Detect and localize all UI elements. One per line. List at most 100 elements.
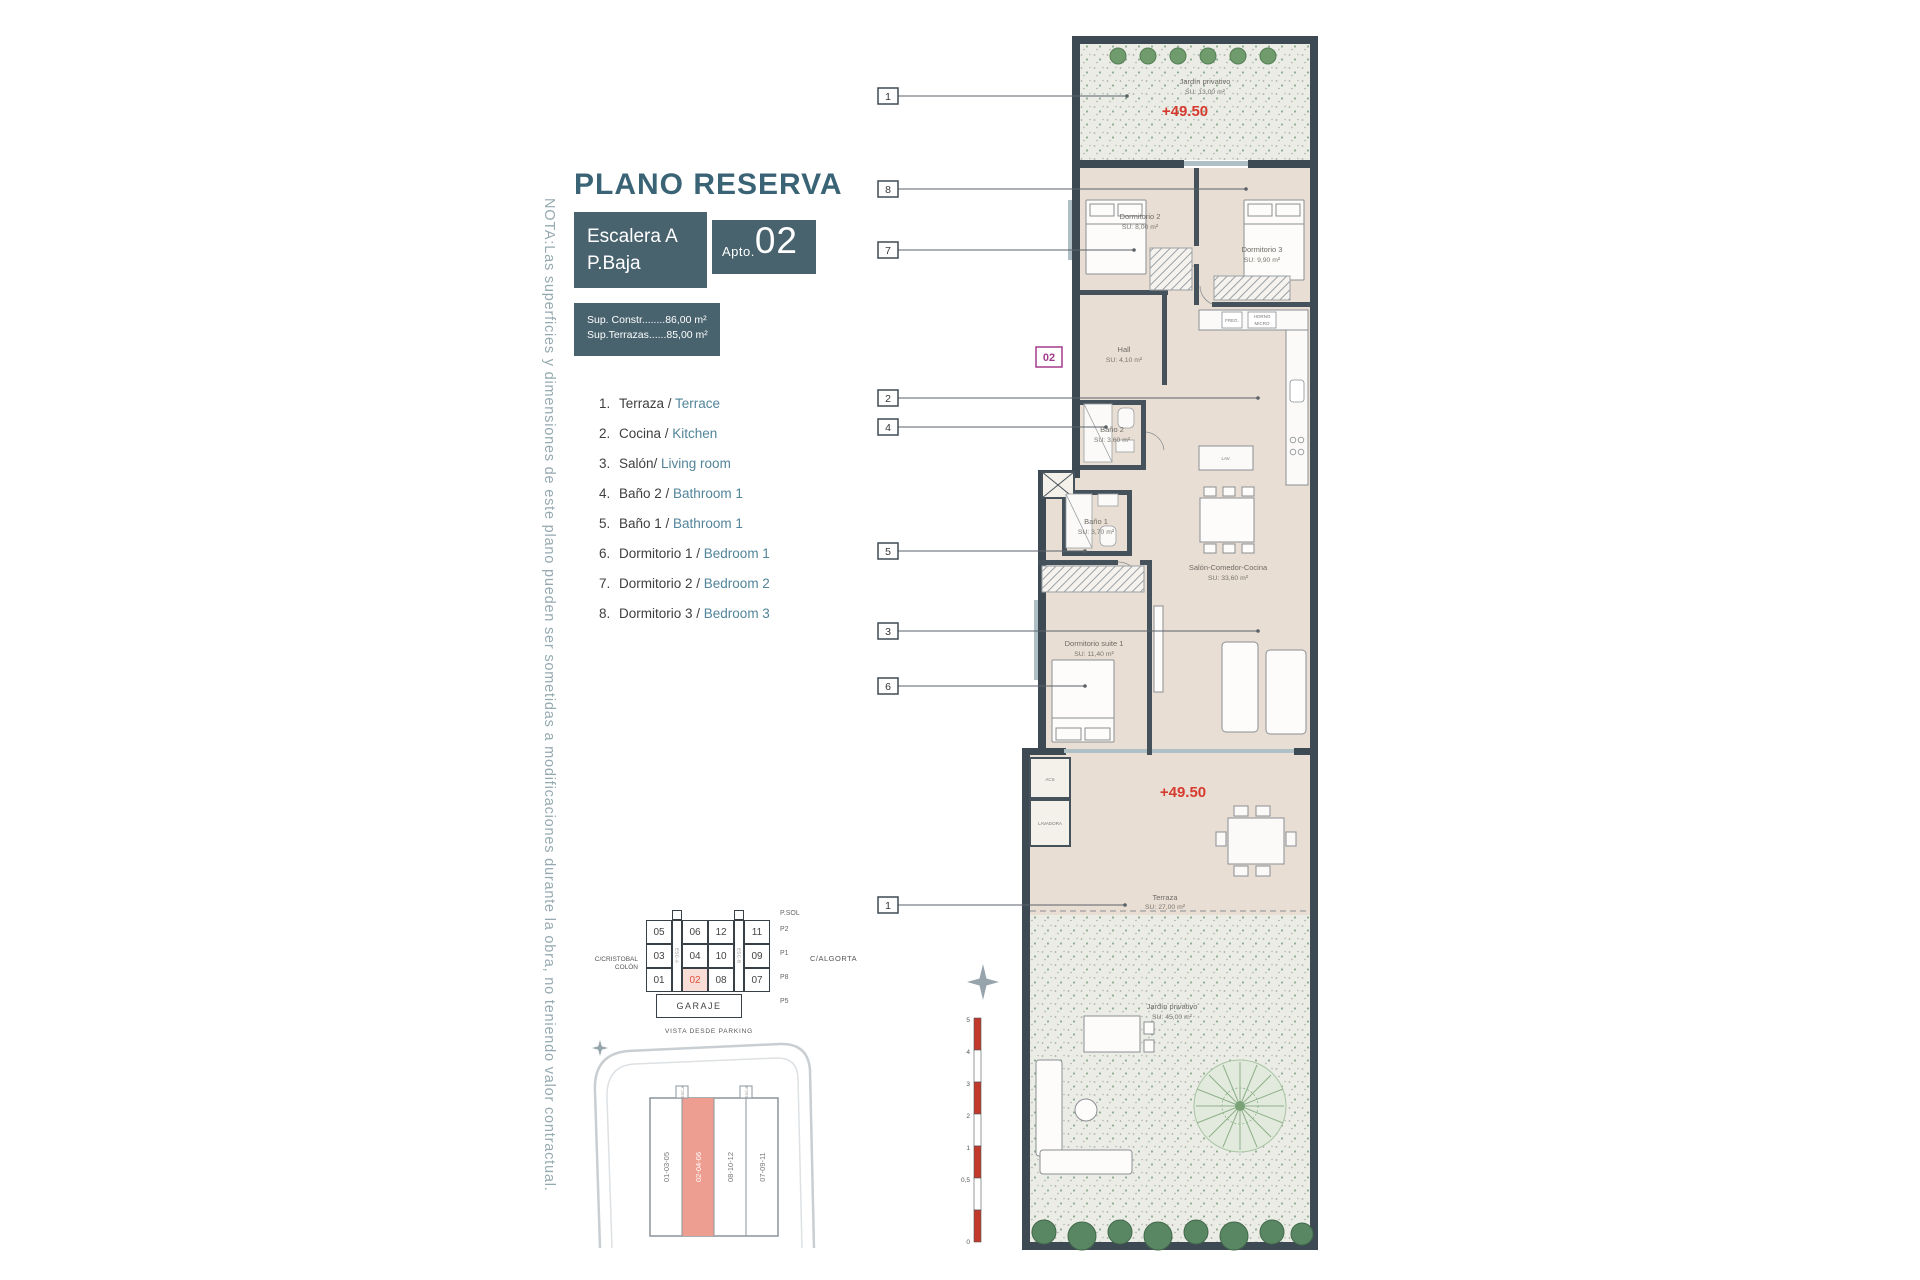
strip-label-2: 02-04-06	[694, 1152, 703, 1182]
legend-en: Bedroom 1	[703, 546, 770, 561]
strip-label-3: 08-10-12	[726, 1152, 735, 1182]
hall-label: Hall	[1118, 345, 1131, 354]
sofa-icon	[1221, 641, 1259, 733]
salon-label: Salón-Comedor-Cocina	[1189, 563, 1268, 572]
p1-label: P1	[780, 950, 789, 957]
terraza-area: SU: 27,00 m²	[1145, 904, 1186, 911]
dining-table-icon	[1199, 486, 1255, 554]
scale-label: 4	[966, 1049, 970, 1056]
bano2-area: SU: 3,60 m²	[1094, 437, 1131, 444]
sup-constr-label: Sup. Constr........86,00 m²	[587, 314, 707, 326]
callout-5: 5	[877, 542, 1087, 560]
apartment-body: FREG. HORNO MICRO LAV.	[1022, 36, 1318, 755]
p5-label: P5	[780, 998, 789, 1005]
legend-item: 7.Dormitorio 2 / Bedroom 2	[599, 576, 770, 606]
highlighted-strip	[682, 1098, 714, 1236]
sink-icon	[1289, 379, 1305, 403]
parking-view-diagram: 05 ESC-A 06 12 ESC-B 11 03 04 10 09 01 0…	[595, 898, 880, 1073]
parking-cell: 04	[682, 944, 708, 968]
legend-en: Bathroom 1	[673, 486, 743, 501]
legend-es: Dormitorio 3 /	[619, 606, 704, 621]
legend-item: 2.Cocina / Kitchen	[599, 426, 770, 456]
site-compass-icon	[592, 1040, 608, 1056]
legend-item: 1. Terraza / Terrace	[599, 396, 770, 426]
outdoor-lounge-icon	[1035, 1015, 1155, 1175]
esc-b-label: ESC-B	[744, 1086, 749, 1099]
svg-text:4: 4	[885, 422, 891, 434]
parking-cell: 06	[682, 920, 708, 944]
tv-bench-icon	[1153, 605, 1164, 693]
room-legend: 1.Terraza / Terrace 2.Cocina / Kitchen 3…	[599, 396, 770, 636]
legend-es: Baño 1 /	[619, 516, 674, 531]
planta-label: P.Baja	[587, 253, 641, 274]
legend-en: Bedroom 3	[703, 606, 770, 621]
suite-label: Dormitorio suite 1	[1065, 639, 1124, 648]
page-title: PLANO RESERVA	[574, 168, 843, 201]
parking-cell: 03	[646, 944, 672, 968]
legend-en: Terrace	[675, 396, 721, 411]
apartment-panel: Apto. 02	[712, 220, 816, 274]
callout-4: 4	[877, 418, 1108, 436]
street-curb-inner	[606, 1057, 803, 1249]
surface-panel: Sup. Constr........86,00 m² Sup.Terrazas…	[574, 303, 720, 356]
strip-label-1: 01-03-05	[662, 1152, 671, 1182]
freg-label: FREG.	[1225, 318, 1239, 323]
dorm2-label: Dormitorio 2	[1120, 212, 1161, 221]
callout-8: 8	[877, 180, 1248, 198]
svg-text:3: 3	[885, 626, 891, 638]
strip-label-4: 07-09-11	[758, 1152, 767, 1181]
stair-floor-panel: Escalera A P.Baja	[574, 212, 707, 288]
parking-cell-highlighted: 02	[682, 968, 708, 992]
wardrobe-icon	[1041, 565, 1145, 593]
parking-cell: 01	[646, 968, 672, 992]
bed-icon	[1085, 199, 1147, 275]
legend-es: Terraza /	[619, 396, 676, 411]
terrace: ACS LAVADORA +49.50 Terraza SU: 27,00 m²	[1022, 755, 1318, 1250]
legend-item: 4.Baño 2 / Bathroom 1	[599, 486, 770, 516]
svg-text:5: 5	[885, 546, 891, 558]
callout-7: 7	[877, 241, 1136, 259]
legend-item: 6.Dormitorio 1 / Bedroom 1	[599, 546, 770, 576]
legend-en: Bathroom 1	[673, 516, 743, 531]
callout-3: 3	[877, 622, 1260, 640]
dorm3-label: Dormitorio 3	[1242, 245, 1283, 254]
garden-bottom: Jardín privativo SU: 45,00 m²	[1030, 915, 1314, 1251]
legend-es: Cocina /	[619, 426, 673, 441]
legend-num: 1.	[599, 396, 611, 411]
site-plan: ESC-A ESC-B 01-03-05 02-04-06 08-10-12 0…	[592, 1040, 816, 1249]
scale-label: 1	[966, 1145, 970, 1152]
parking-cell: 12	[708, 920, 734, 944]
wardrobe-icon	[1213, 275, 1291, 301]
door-arc	[1145, 431, 1165, 451]
cristobal-street-label: C/CRISTOBAL COLÓN	[578, 956, 638, 972]
horno-label-2: MICRO	[1255, 321, 1270, 326]
legend-num: 8.	[599, 606, 611, 621]
parking-cell: 10	[708, 944, 734, 968]
horno-label-1: HORNO	[1254, 314, 1271, 319]
lavadora-label: LAVADORA	[1038, 821, 1062, 826]
legend-item: 5. Baño 1 / Bathroom 1	[599, 516, 770, 546]
scale-label: 5	[966, 1017, 970, 1024]
legend-num: 4.	[599, 486, 611, 501]
svg-text:8: 8	[885, 184, 891, 196]
parking-cell: 11	[744, 920, 770, 944]
stair-strip-b: ESC-B	[734, 920, 744, 992]
legend-num: 2.	[599, 426, 611, 441]
legend-num: 7.	[599, 576, 611, 591]
p2-label: P2	[780, 926, 789, 933]
bed-icon	[1051, 659, 1115, 743]
legend-num: 3.	[599, 456, 611, 471]
vista-desde-parking-label: VISTA DESDE PARKING	[665, 1028, 753, 1035]
callout-1-top: 1	[877, 87, 1129, 105]
scale-label: 2	[966, 1113, 970, 1120]
acs-label: ACS	[1045, 777, 1054, 782]
legend-num: 5.	[599, 516, 611, 531]
apto-label: Apto.	[722, 244, 755, 259]
algorta-street-label: C/ALGORTA	[810, 954, 858, 963]
scale-label: 0	[966, 1239, 970, 1246]
svg-text:1: 1	[885, 91, 891, 103]
svg-text:1: 1	[885, 900, 891, 912]
garden-top-label: Jardín privativo	[1180, 77, 1231, 86]
bano2-label: Baño 2	[1100, 425, 1124, 434]
